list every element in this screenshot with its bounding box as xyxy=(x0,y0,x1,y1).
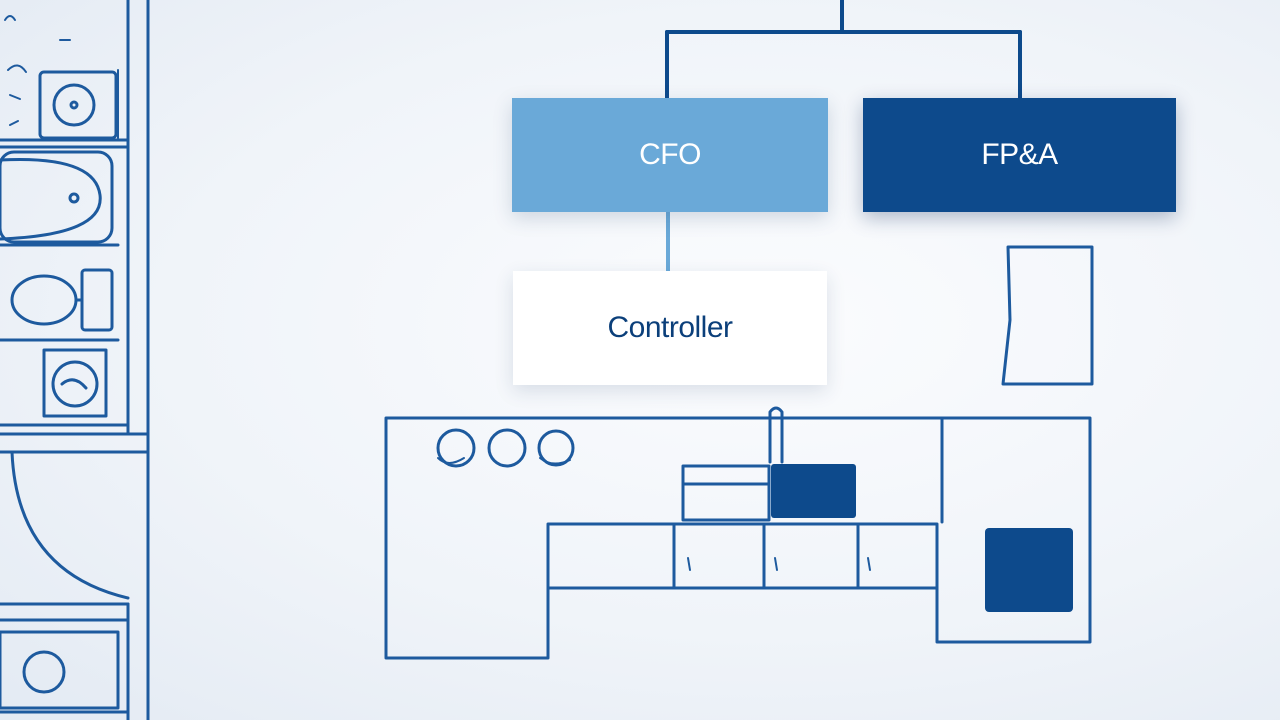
scribble-marks xyxy=(4,15,119,139)
washer-fixture xyxy=(42,348,108,418)
sink-fixture xyxy=(38,70,118,140)
stove-fixture xyxy=(0,630,120,710)
door-arc xyxy=(10,450,130,600)
kitchen-sink xyxy=(681,406,784,522)
org-node-fpa-label: FP&A xyxy=(981,138,1058,171)
org-connector-lines xyxy=(665,0,1022,100)
bathtub-fixture xyxy=(0,150,114,244)
org-node-controller: Controller xyxy=(513,271,827,385)
org-node-cfo-label: CFO xyxy=(639,138,701,171)
fridge-outline xyxy=(1001,245,1094,386)
toilet-fixture xyxy=(10,268,114,332)
kitchen-outline xyxy=(384,416,1092,660)
org-node-controller-label: Controller xyxy=(607,311,733,344)
org-node-fpa: FP&A xyxy=(863,98,1176,212)
org-node-cfo: CFO xyxy=(512,98,828,212)
stove-burners xyxy=(436,428,575,468)
sink-basin-dark xyxy=(771,464,856,518)
appliance-square xyxy=(985,528,1073,612)
left-wall-lines xyxy=(0,0,150,720)
